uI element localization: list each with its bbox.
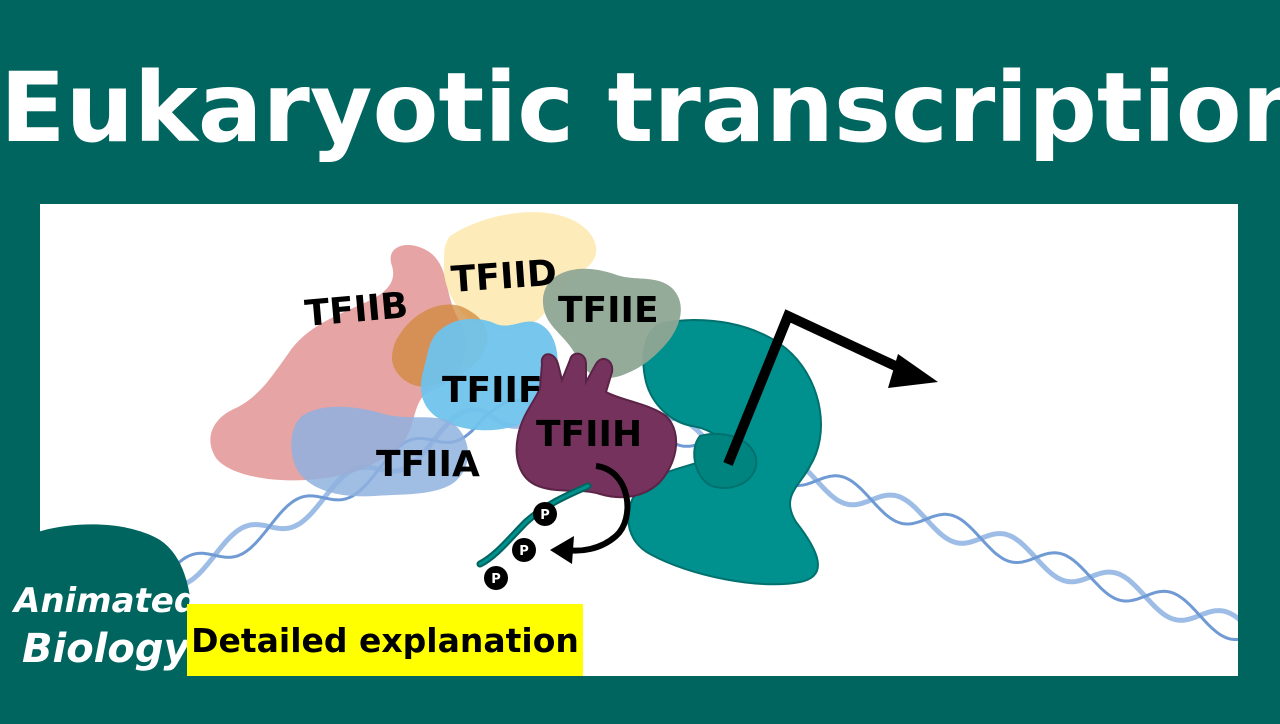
phosphate-label: P	[540, 508, 550, 523]
subtitle-banner: Detailed explanation	[187, 604, 583, 676]
diagram-canvas: P P P TFIIB TFIID TFIIE TFIIF TFIIH TFII…	[158, 212, 1238, 641]
transcription-start-arrow	[723, 309, 907, 466]
phosphate-label: P	[519, 544, 529, 559]
tfiif-label: TFIIF	[442, 370, 543, 411]
tfiid-shape	[443, 212, 597, 330]
channel-logo: Animated Biology	[0, 520, 240, 720]
tfiie-label: TFIIE	[558, 290, 659, 331]
tfiif-shape	[420, 318, 558, 431]
phosphorylation-arrow	[565, 463, 631, 554]
phosphate-group-1: P	[533, 502, 557, 526]
rna-polymerase	[627, 319, 822, 586]
tfiih-shape	[515, 352, 678, 499]
tfiia-shape	[291, 406, 469, 497]
tfiid-label: TFIID	[450, 253, 558, 301]
phosphate-group-3: P	[484, 566, 508, 590]
phosphate-group-2: P	[512, 538, 536, 562]
logo-line-2: Biology	[22, 626, 192, 672]
phosphorylation-arrow-head	[550, 536, 574, 564]
logo-line-1: Animated	[11, 581, 199, 621]
logo-blob	[0, 524, 193, 720]
transcription-start-arrow-head	[888, 354, 938, 388]
tfiih-label: TFIIH	[536, 414, 642, 455]
phosphate-label: P	[491, 572, 501, 587]
ctd-tail	[476, 482, 592, 568]
logo-canvas: Animated Biology	[0, 524, 199, 720]
tfiia-label: TFIIA	[376, 444, 480, 485]
tfiie-shape	[542, 268, 681, 378]
tfiib-label: TFIIB	[303, 285, 410, 335]
page-title: Eukaryotic transcription	[0, 52, 1280, 164]
ctd-tail-strand-inner	[478, 484, 590, 566]
transcription-diagram: P P P TFIIB TFIID TFIIE TFIIF TFIIH TFII…	[40, 204, 1238, 676]
